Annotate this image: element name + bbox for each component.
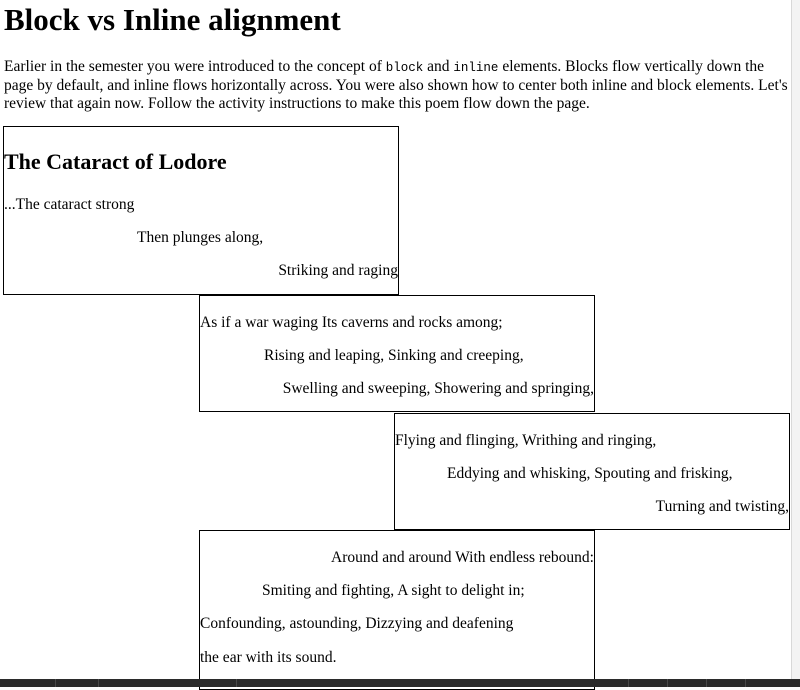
- page-title: Block vs Inline alignment: [4, 2, 341, 37]
- code-inline: inline: [453, 61, 499, 75]
- poem-line: Confounding, astounding, Dizzying and de…: [200, 615, 514, 632]
- poem-title: The Cataract of Lodore: [4, 149, 227, 174]
- vertical-scrollbar[interactable]: [791, 0, 800, 679]
- taskbar: [0, 679, 800, 687]
- poem-line: the ear with its sound.: [200, 649, 337, 666]
- intro-text-2: and: [423, 58, 454, 75]
- poem-line: Rising and leaping, Sinking and creeping…: [264, 347, 524, 364]
- poem-line: Smiting and fighting, A sight to delight…: [262, 582, 525, 599]
- poem-line: Eddying and whisking, Spouting and frisk…: [447, 465, 733, 482]
- intro-text-1: Earlier in the semester you were introdu…: [4, 58, 386, 75]
- poem-box-1: The Cataract of Lodore ...The cataract s…: [3, 126, 399, 295]
- poem-line: Swelling and sweeping, Showering and spr…: [282, 380, 594, 397]
- intro-paragraph: Earlier in the semester you were introdu…: [4, 58, 790, 113]
- poem-line: As if a war waging Its caverns and rocks…: [200, 314, 503, 331]
- poem-box-4: Around and around With endless rebound: …: [199, 530, 595, 690]
- poem-line: Turning and twisting,: [655, 498, 789, 515]
- poem-box-3: Flying and flinging, Writhing and ringin…: [394, 413, 790, 530]
- poem-line: Flying and flinging, Writhing and ringin…: [395, 432, 657, 449]
- intro-text-3: elements. Blocks flow vertically down th…: [4, 58, 788, 112]
- poem-box-2: As if a war waging Its caverns and rocks…: [199, 295, 595, 412]
- poem-line: Around and around With endless rebound:: [331, 549, 594, 566]
- poem-line: Then plunges along,: [137, 229, 264, 246]
- code-block: block: [385, 61, 424, 75]
- poem-line: ...The cataract strong: [4, 196, 135, 213]
- poem-line: Striking and raging: [278, 262, 398, 279]
